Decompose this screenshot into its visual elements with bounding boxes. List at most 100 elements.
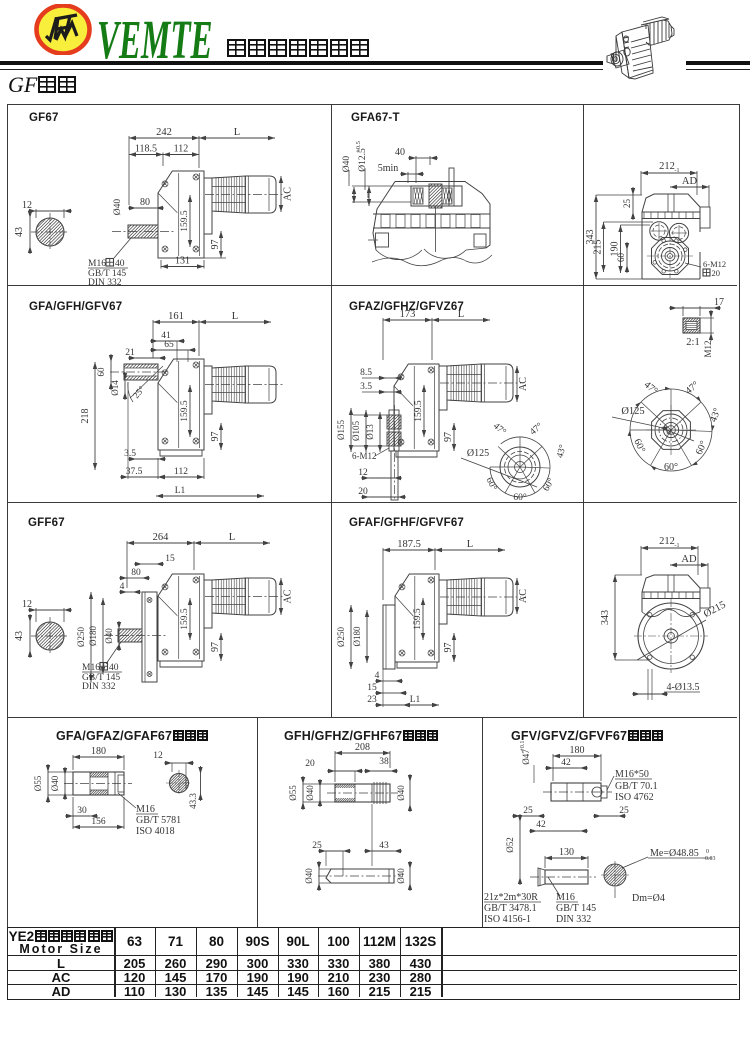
svg-text:242: 242 — [156, 127, 172, 138]
svg-text:M16*50: M16*50 — [615, 769, 649, 780]
svg-text:60: 60 — [96, 367, 106, 377]
svg-text:12: 12 — [153, 751, 163, 761]
svg-text:GB/T 5781: GB/T 5781 — [136, 815, 181, 826]
svg-text:GB/T 145: GB/T 145 — [88, 269, 126, 279]
svg-text:6-M12: 6-M12 — [703, 259, 726, 269]
svg-text:L: L — [458, 309, 464, 320]
svg-text:Ø125: Ø125 — [621, 406, 644, 417]
svg-text:L1: L1 — [175, 486, 186, 496]
svg-text:60°: 60° — [541, 476, 557, 493]
svg-text:20: 20 — [358, 487, 368, 497]
svg-text:4: 4 — [120, 582, 125, 592]
svg-text:M16: M16 — [88, 259, 106, 269]
svg-text:40: 40 — [109, 663, 119, 673]
svg-text:5min: 5min — [378, 163, 399, 174]
svg-text:41: 41 — [161, 331, 171, 341]
svg-text:AD: AD — [682, 176, 698, 187]
svg-text:97: 97 — [443, 643, 454, 653]
svg-text:+0.5: +0.5 — [355, 141, 362, 153]
svg-text:47°: 47° — [491, 421, 508, 438]
svg-text:159.5: 159.5 — [180, 210, 190, 232]
svg-text:212: 212 — [659, 536, 675, 547]
svg-text:M16: M16 — [556, 892, 575, 903]
svg-text:12: 12 — [22, 599, 32, 610]
svg-text:23: 23 — [367, 695, 377, 705]
svg-text:42: 42 — [536, 820, 546, 830]
svg-text:3.5: 3.5 — [124, 449, 136, 459]
svg-text:180: 180 — [570, 745, 585, 756]
svg-text:Ø40: Ø40 — [304, 868, 314, 884]
svg-text:ISO 4762: ISO 4762 — [615, 792, 654, 803]
svg-text:30: 30 — [77, 806, 87, 816]
svg-text:Ø215: Ø215 — [702, 599, 728, 620]
svg-text:Ø125: Ø125 — [467, 448, 489, 459]
svg-text:Ø40: Ø40 — [305, 785, 315, 801]
svg-text:Ø155: Ø155 — [336, 420, 346, 440]
svg-text:187.5: 187.5 — [397, 539, 421, 550]
svg-text:60: 60 — [616, 253, 626, 263]
svg-text:20: 20 — [305, 759, 315, 769]
svg-text:AC: AC — [518, 589, 529, 603]
svg-text:M16: M16 — [136, 804, 155, 815]
svg-text:25: 25 — [619, 806, 629, 816]
svg-text:25: 25 — [312, 841, 322, 851]
svg-text:Ø47: Ø47 — [521, 749, 531, 765]
svg-text:Ø40: Ø40 — [113, 199, 123, 216]
svg-text:159.5: 159.5 — [180, 608, 190, 630]
svg-text:218: 218 — [80, 409, 91, 424]
svg-text:Ø105: Ø105 — [351, 421, 361, 441]
svg-text:80: 80 — [131, 568, 141, 578]
svg-text:343: 343 — [600, 610, 611, 625]
svg-text:Ø40: Ø40 — [396, 785, 406, 801]
svg-text:2:1: 2:1 — [686, 337, 699, 348]
svg-text:112: 112 — [174, 144, 189, 155]
svg-text:215: 215 — [593, 240, 604, 255]
svg-text:DIN 332: DIN 332 — [82, 682, 116, 692]
svg-text:AD: AD — [681, 554, 697, 565]
svg-text:131: 131 — [175, 256, 190, 267]
svg-text:15: 15 — [367, 683, 377, 693]
svg-text:21z*2m*30R: 21z*2m*30R — [484, 892, 538, 903]
svg-text:AC: AC — [283, 589, 294, 603]
svg-text:21: 21 — [125, 348, 135, 358]
svg-text:47°: 47° — [683, 379, 701, 396]
svg-text:L: L — [234, 127, 240, 138]
svg-text:97: 97 — [210, 642, 221, 652]
svg-text:264: 264 — [153, 532, 170, 543]
svg-text:97: 97 — [210, 240, 221, 250]
svg-text:Ø55: Ø55 — [288, 785, 298, 801]
svg-text:20: 20 — [712, 268, 721, 278]
svg-text:GB/T 70.1: GB/T 70.1 — [615, 781, 658, 792]
svg-text:Ø180: Ø180 — [88, 626, 98, 646]
svg-text:L: L — [229, 532, 235, 543]
svg-text:Ø40: Ø40 — [50, 775, 60, 791]
svg-text:97: 97 — [443, 432, 454, 442]
svg-text:159.5: 159.5 — [180, 400, 190, 422]
svg-text:43°: 43° — [708, 407, 723, 424]
svg-text:GB/T 145: GB/T 145 — [82, 673, 120, 683]
svg-text:GB/T 145: GB/T 145 — [556, 903, 596, 914]
svg-text:25: 25 — [622, 199, 632, 209]
svg-text:Ø250: Ø250 — [336, 627, 346, 647]
svg-text:60°: 60° — [631, 437, 647, 454]
svg-text:43: 43 — [379, 841, 389, 851]
svg-text:L: L — [467, 539, 473, 550]
svg-text:ISO 4018: ISO 4018 — [136, 826, 175, 837]
svg-text:Ø180: Ø180 — [352, 626, 362, 646]
svg-text:156: 156 — [91, 817, 106, 827]
svg-text:118.5: 118.5 — [135, 144, 157, 155]
svg-text:3.5: 3.5 — [360, 382, 372, 392]
svg-text:8.5: 8.5 — [360, 368, 372, 378]
svg-text:GB/T 3478.1: GB/T 3478.1 — [484, 903, 537, 914]
svg-text:Ø40: Ø40 — [396, 868, 406, 884]
svg-text:208: 208 — [355, 742, 370, 753]
svg-text:60°: 60° — [483, 476, 499, 493]
svg-text:25: 25 — [523, 806, 533, 816]
svg-text:DIN 332: DIN 332 — [556, 914, 591, 925]
svg-text:L1: L1 — [410, 695, 421, 705]
svg-text:38: 38 — [379, 757, 389, 767]
svg-text:ISO 4156-1: ISO 4156-1 — [484, 914, 531, 925]
svg-text:Ø40: Ø40 — [104, 628, 114, 644]
svg-text:65: 65 — [164, 340, 174, 350]
svg-text:4-Ø13.5: 4-Ø13.5 — [666, 682, 699, 693]
